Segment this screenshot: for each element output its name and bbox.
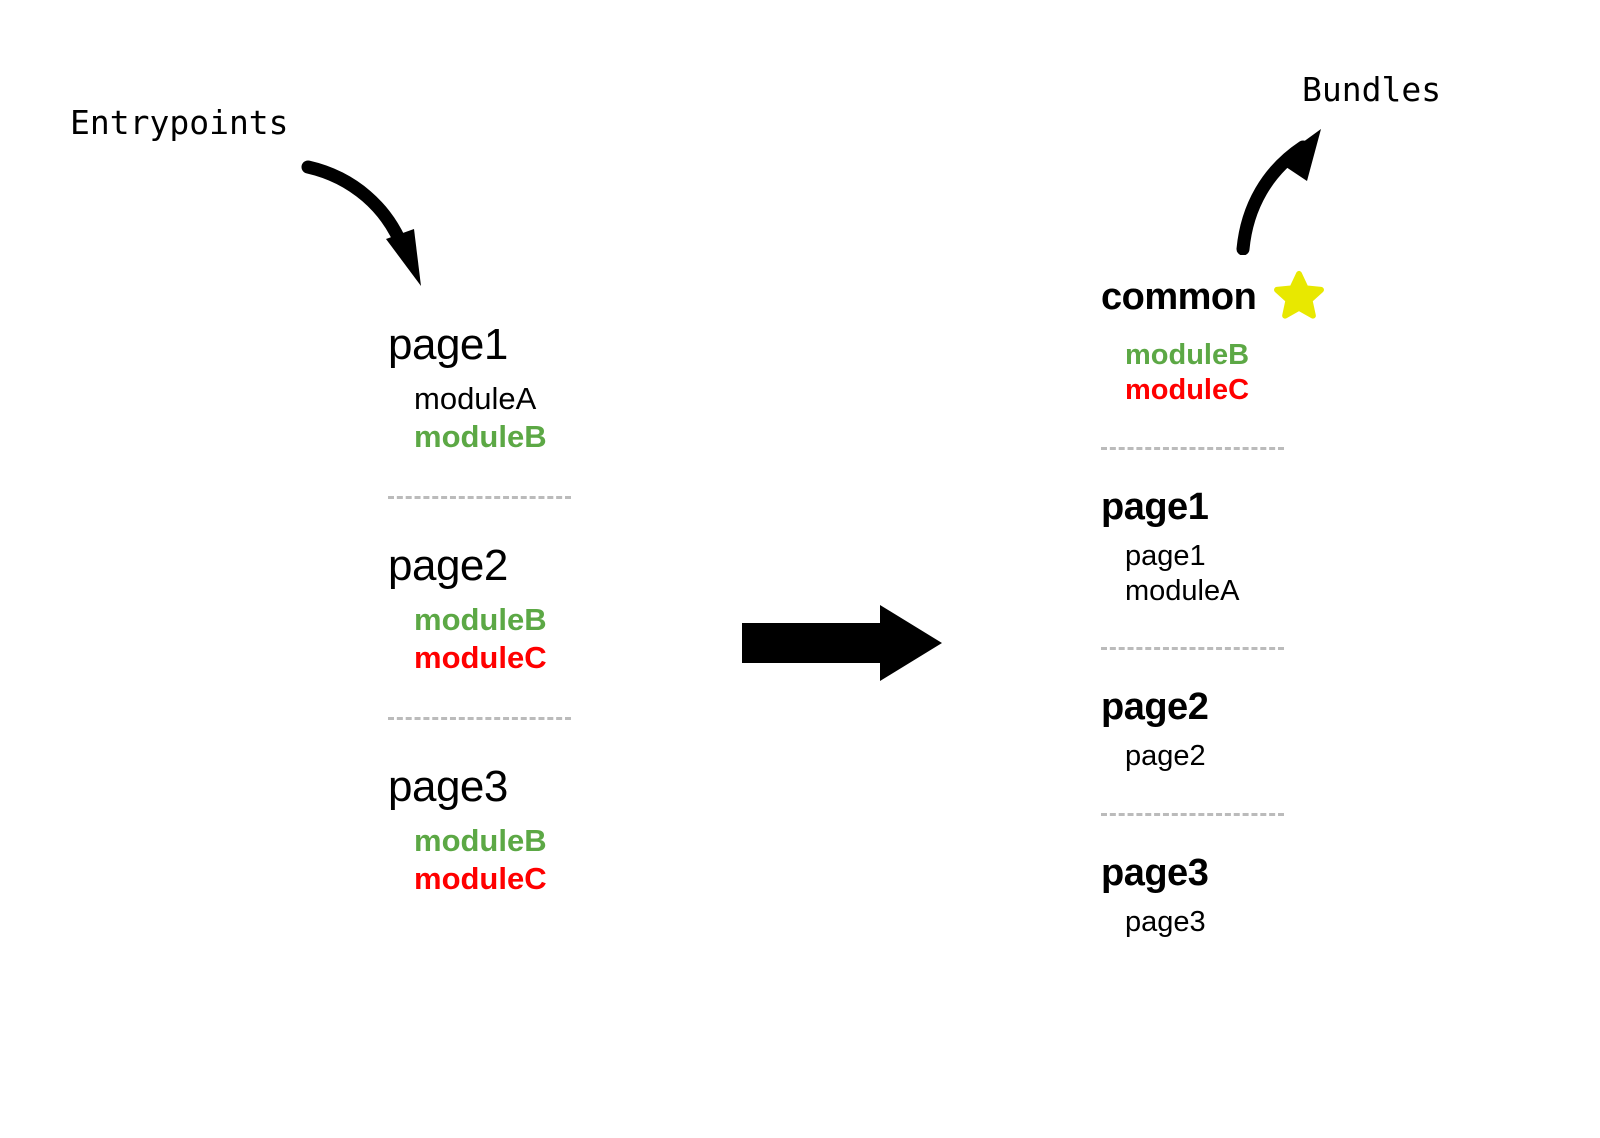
module-item: moduleA <box>1125 575 1240 608</box>
star-icon <box>1272 268 1326 327</box>
module-item: moduleB <box>414 419 547 454</box>
module-item: page2 <box>1125 740 1206 773</box>
group-items: page3 <box>1101 905 1461 940</box>
module-item: moduleB <box>1125 339 1250 371</box>
group-items: page2 <box>1101 739 1461 774</box>
module-item: page1 <box>1125 539 1206 572</box>
group-separator <box>388 716 571 720</box>
group-page2: page2 page2 <box>1101 686 1461 774</box>
group-separator <box>1101 647 1284 651</box>
module-item: moduleC <box>1125 374 1250 407</box>
group-title: page3 <box>1101 851 1209 894</box>
module-item: moduleB <box>414 602 547 637</box>
group-title-row: page2 <box>388 540 718 590</box>
group-title: page2 <box>388 540 508 590</box>
module-item: page3 <box>1125 905 1206 938</box>
bundles-label: Bundles <box>1302 70 1442 109</box>
group-title-row: page1 <box>388 320 718 369</box>
module-item: moduleC <box>414 860 547 896</box>
curved-arrow-up-right-icon <box>1225 125 1335 260</box>
group-title-row: common <box>1101 268 1461 327</box>
module-item: moduleA <box>414 381 537 417</box>
module-item: moduleB <box>414 822 547 858</box>
group-separator <box>388 495 571 499</box>
module-item: moduleC <box>414 639 547 675</box>
block-arrow-right-icon <box>742 605 942 686</box>
group-separator <box>1101 812 1284 816</box>
group-page3: page3 page3 <box>1101 851 1461 940</box>
group-title-row: page2 <box>1101 686 1461 729</box>
group-title-row: page1 <box>1101 485 1461 528</box>
group-title: page1 <box>388 320 508 369</box>
entrypoints-label: Entrypoints <box>70 103 289 142</box>
group-title: page1 <box>1101 485 1209 528</box>
group-title-row: page3 <box>388 761 718 811</box>
curved-arrow-down-right-icon <box>300 155 430 300</box>
group-title: page2 <box>1101 686 1209 729</box>
group-title-row: page3 <box>1101 851 1461 894</box>
group-title: common <box>1101 275 1257 318</box>
group-separator <box>1101 446 1284 450</box>
group-title: page3 <box>388 761 508 811</box>
